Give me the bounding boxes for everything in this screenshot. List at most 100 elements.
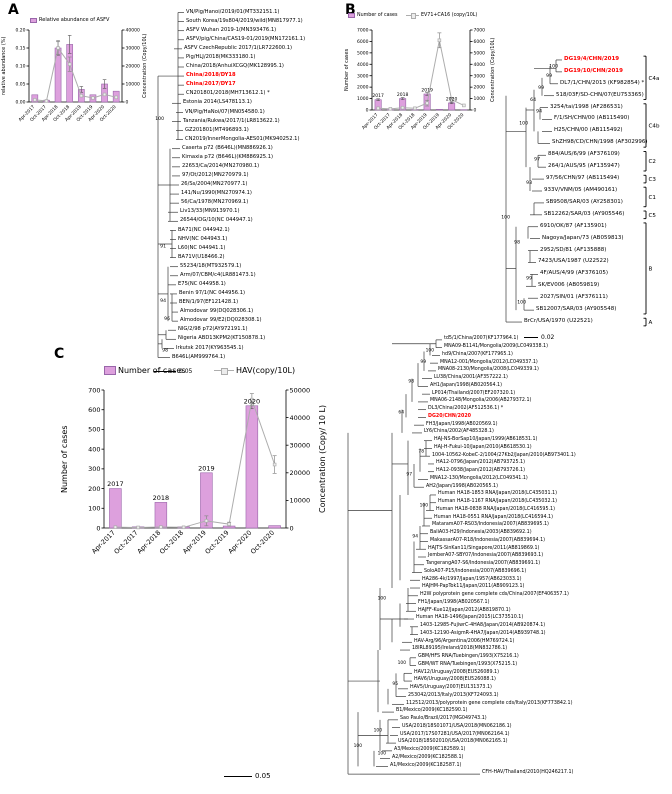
taxon-label: HAJTS-SinKan11/Singapore/2011(AB819869.1… (428, 545, 540, 551)
panel-c-label: C (54, 346, 65, 362)
svg-text:98: 98 (514, 240, 520, 246)
taxon-label: 97/56/CHN/97 (AB115494) (546, 175, 620, 182)
panel-b-legend-bars: Number of cases (348, 13, 397, 18)
taxon-label: MNA12-001/Mongolia/2012(LC049337.1) (440, 359, 538, 365)
svg-text:0.00: 0.00 (15, 100, 25, 106)
taxon-label: ASFV/pig/China/CAS19-01/2019(MN172161.1) (186, 35, 306, 42)
taxon-label: MNA09-B1141/Mongolia/2009(LC049338.1) (444, 343, 548, 349)
taxon-label: Pig/HLJ/2018(MK333180.1) (186, 54, 256, 61)
svg-text:Oct-2020: Oct-2020 (249, 529, 276, 556)
taxon-label: HAJ-NS-BorSap10/Japan/1999(AB618531.1) (434, 437, 538, 443)
taxon-label: NHV(NC 044943.1) (178, 235, 228, 242)
svg-text:500: 500 (88, 426, 100, 434)
svg-text:2018: 2018 (397, 92, 409, 98)
svg-text:98: 98 (162, 348, 168, 354)
taxon-label: HAV5/Uruguay/2007(EU131373.1) (410, 685, 492, 691)
taxon-label: 18IRL89195/Ireland/2018(MN832786.1) (412, 646, 508, 652)
taxon-label: Benin 97/1(NC 044956.1) (179, 290, 246, 297)
taxon-label: Caserta p72 (B646L)(MN886926.1) (182, 144, 273, 151)
svg-text:95: 95 (392, 681, 398, 687)
svg-text:64: 64 (530, 97, 536, 103)
svg-text:20000: 20000 (290, 469, 311, 477)
taxon-label: CN2019/InnerMongolia-AES01(MK940252.1) (185, 135, 300, 142)
taxon-label: CFH-HAV/Thailand/2010(HQ246217.1) (482, 770, 574, 776)
svg-text:94: 94 (412, 534, 418, 540)
svg-text:2000: 2000 (474, 85, 486, 91)
taxon-label: ASFV Wuhan 2019-1(MN393476.1) (186, 26, 277, 33)
taxon-label: 2027/SIN/01 (AF376111) (540, 294, 608, 301)
panel-a-legend: Relative abundance of ASFV (30, 17, 109, 23)
svg-text:94: 94 (536, 109, 542, 115)
taxon-label: 141/Nu/1990(MN270974.1) (181, 190, 252, 197)
taxon-label: AH2/Japan/1998(AB020565.1) (426, 483, 498, 489)
svg-text:40000: 40000 (290, 414, 311, 422)
taxon-label: 3254/tai/1998 (AF286531) (550, 103, 623, 110)
svg-text:91: 91 (160, 243, 166, 249)
taxon-label: Human HA18-1167 RNA/Japan/2018(LC435032.… (438, 499, 557, 505)
scalebar-label: 0.02 (541, 334, 555, 341)
taxon-label: VN/Pig/Hanoi/2019/01(MT332151.1) (186, 8, 280, 15)
taxon-label: 933V/VNM/05 (AM490161) (544, 186, 618, 193)
svg-text:20000: 20000 (126, 64, 140, 70)
taxon-label: Kimaxia p72 (B646L)(KM886925.1) (182, 153, 274, 160)
taxon-label: BA71(NC 044942.1) (178, 226, 230, 233)
taxon-label: JemberA07-SBY07/Indonesia/2007(AB839693.… (428, 553, 544, 559)
taxon-label: HAV6/Uruguay/2008(EU526088.1) (414, 677, 496, 683)
taxon-label: HAV-Arg/96/Argentina/2006(HM769724.1) (414, 638, 515, 644)
taxon-label: 264/1/AUS/95 (AF135947) (548, 163, 620, 170)
taxon-label: SB12262/SAR/03 (AY905546) (544, 210, 625, 217)
svg-text:100: 100 (378, 751, 387, 757)
panel-c-legend-line: HAV(copy/10L) (214, 366, 295, 375)
taxon-label: FH3/Japan/1998(AB020569.1) (426, 421, 498, 427)
taxon-label: ShZH98/CD/CHN/1998 (AF302996) (552, 139, 648, 146)
taxon-label: 6910/OK/87 (AF135901) (540, 222, 607, 229)
taxon-label: MNA12-130/Mongolia/2012(LC049341.1) (430, 475, 528, 481)
svg-text:C2: C2 (649, 159, 656, 165)
panel-b-legend-line-label: EV71+CA16 (copy/10L) (421, 13, 478, 18)
svg-text:0: 0 (474, 108, 477, 114)
taxon-label: 56/Ca/1978(MN270969.1) (181, 199, 249, 206)
panel-b-legend-bar-label: Number of cases (357, 13, 398, 18)
scalebar-label: 0.05 (255, 772, 271, 780)
svg-text:2018: 2018 (153, 494, 170, 502)
line-legend-sample (406, 13, 419, 19)
taxon-label: 518/03F/SD-CHN/07(EU753365) (556, 91, 644, 98)
taxon-label: TangerangA07-S6/Indonesia/2007(AB839691.… (426, 561, 541, 567)
taxon-label: 253042/2013/Italy/2013(KF724093.1) (408, 692, 499, 698)
taxon-label: USA/2018/18S02010/USA/2018(MN062165.1) (398, 739, 508, 745)
taxon-label: China/2018/DY18 (186, 72, 236, 79)
bar-legend-swatch (30, 17, 37, 23)
svg-text:100: 100 (549, 63, 558, 69)
taxon-label: 7423/USA/1987 (U22522) (538, 258, 609, 265)
svg-text:700: 700 (88, 386, 100, 394)
taxon-label: USA/2017/17S07281/USA/2017(MN062164.1) (400, 731, 510, 737)
svg-text:Oct-2019: Oct-2019 (204, 529, 231, 556)
taxon-label: F/1/SH/CHN/00 (AB115490) (554, 115, 630, 122)
taxon-label: VN/Pig/HaNoi/07(MN054580.1) (185, 108, 265, 115)
svg-text:C1: C1 (649, 195, 657, 201)
svg-text:6000: 6000 (357, 39, 369, 45)
taxon-label: A1/Mexico/2009(KC182587.1) (390, 762, 462, 768)
taxon-label: GBM/HFS RNA/Tuebingen/1993(X75216.1) (418, 654, 519, 660)
svg-text:C3: C3 (649, 177, 657, 183)
taxon-label: Human HA18-1853 RNA/Japan/2018(LC435031.… (438, 491, 557, 497)
svg-text:100: 100 (354, 743, 363, 749)
svg-text:0: 0 (366, 108, 369, 114)
svg-text:100: 100 (426, 347, 435, 353)
svg-text:100: 100 (378, 596, 387, 602)
svg-text:200: 200 (88, 485, 100, 493)
svg-text:97: 97 (534, 156, 540, 162)
line-legend-sample (214, 367, 234, 375)
svg-text:100: 100 (517, 299, 526, 305)
taxon-label: 55234/18(MT932579.1) (180, 262, 242, 269)
taxon-label: MNA08-2130/Mongolia/2008(LC049339.1) (438, 367, 539, 373)
taxon-label: 884/AUS/6/99 (AF376109) (548, 151, 620, 158)
svg-text:7000: 7000 (474, 28, 486, 34)
svg-text:1000: 1000 (474, 96, 486, 102)
svg-text:4000: 4000 (357, 62, 369, 68)
svg-text:7000: 7000 (357, 28, 369, 34)
panel-c-legend-line-label: HAV(copy/10L) (236, 366, 296, 375)
scalebar-line (154, 371, 176, 372)
